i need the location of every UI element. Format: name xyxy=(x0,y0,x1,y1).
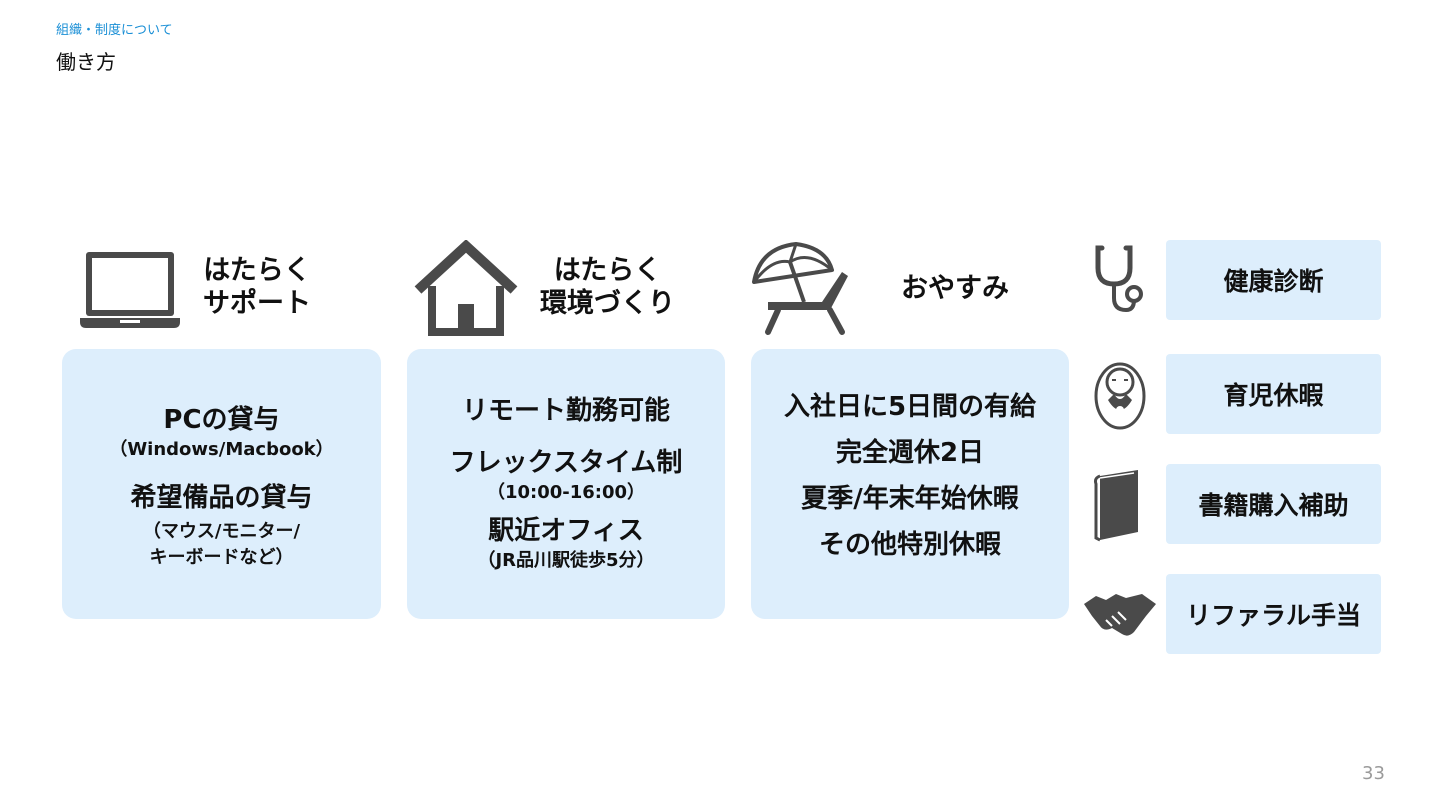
column-title-line: 環境づくり xyxy=(540,288,675,319)
card-line: キーボードなど） xyxy=(149,547,294,568)
card-line: PCの貸与 xyxy=(163,405,280,435)
card-line: フレックスタイム制 xyxy=(449,448,683,478)
card-line: （10:00-16:00） xyxy=(486,482,646,503)
column-title-line: はたらく xyxy=(553,255,662,286)
column-title-environment: はたらく 環境づくり xyxy=(520,254,695,320)
house-icon xyxy=(414,240,518,336)
book-icon xyxy=(1082,468,1158,544)
stethoscope-icon xyxy=(1080,240,1156,316)
card-support: PCの貸与 （Windows/Macbook） 希望備品の貸与 （マウス/モニタ… xyxy=(62,349,381,619)
laptop-icon xyxy=(78,244,182,340)
beach-umbrella-chair-icon xyxy=(750,240,854,336)
card-environment: リモート勤務可能 フレックスタイム制 （10:00-16:00） 駅近オフィス … xyxy=(407,349,725,619)
column-title-support: はたらく サポート xyxy=(190,254,324,320)
column-title-line: はたらく xyxy=(203,255,311,286)
benefit-book-purchase: 書籍購入補助 xyxy=(1166,464,1381,544)
card-line: 入社日に5日間の有給 xyxy=(783,392,1037,422)
card-line: （Windows/Macbook） xyxy=(109,439,334,460)
benefit-referral-allowance: リファラル手当 xyxy=(1166,574,1381,654)
baby-icon xyxy=(1082,356,1158,432)
benefit-health-checkup: 健康診断 xyxy=(1166,240,1381,320)
benefit-childcare-leave: 育児休暇 xyxy=(1166,354,1381,434)
card-line: （JR品川駅徒歩5分） xyxy=(477,550,655,571)
card-holidays: 入社日に5日間の有給 完全週休2日 夏季/年末年始休暇 その他特別休暇 xyxy=(751,349,1069,619)
column-title-line: おやすみ xyxy=(901,273,1009,304)
card-line: （マウス/モニター/ xyxy=(142,521,301,542)
card-line: 完全週休2日 xyxy=(835,438,985,468)
column-title-line: サポート xyxy=(203,288,311,319)
card-line: リモート勤務可能 xyxy=(461,396,670,426)
column-title-holidays: おやすみ xyxy=(880,272,1030,305)
card-line: 駅近オフィス xyxy=(488,516,644,546)
card-line: 夏季/年末年始休暇 xyxy=(801,484,1019,514)
breadcrumb: 組織・制度について xyxy=(56,23,173,38)
page-number: 33 xyxy=(1362,763,1385,784)
card-line: その他特別休暇 xyxy=(818,530,1001,560)
page-title: 働き方 xyxy=(56,50,116,74)
card-line: 希望備品の貸与 xyxy=(130,483,313,513)
handshake-icon xyxy=(1082,576,1158,652)
